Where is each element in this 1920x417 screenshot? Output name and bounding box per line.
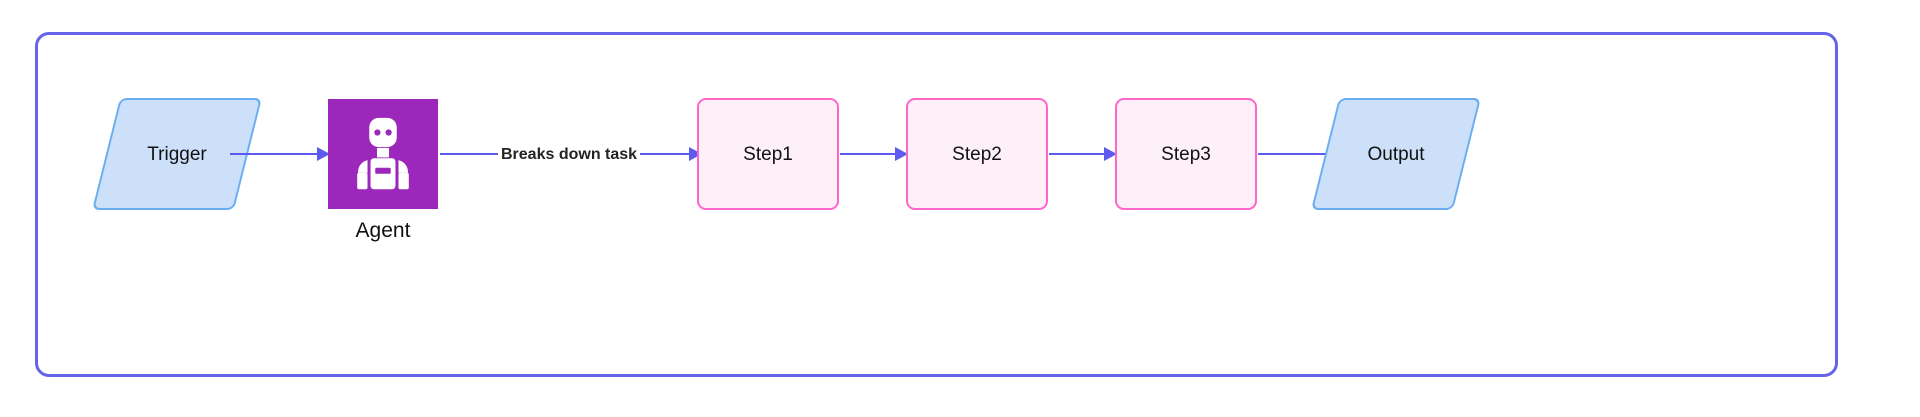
node-trigger-label: Trigger — [147, 143, 207, 165]
node-step2-label: Step2 — [952, 143, 1002, 165]
node-output-label: Output — [1367, 143, 1425, 165]
node-step2[interactable]: Step2 — [906, 98, 1048, 210]
robot-agent-icon — [357, 117, 409, 190]
node-trigger[interactable]: Trigger — [92, 98, 262, 210]
node-step3-label: Step3 — [1161, 143, 1211, 165]
agent-icon-tile — [328, 99, 438, 209]
node-agent-label: Agent — [355, 219, 411, 242]
agent-workflow-container — [35, 32, 1838, 377]
node-step1[interactable]: Step1 — [697, 98, 839, 210]
node-agent[interactable]: Agent — [328, 99, 438, 243]
node-step3[interactable]: Step3 — [1115, 98, 1257, 210]
node-output[interactable]: Output — [1311, 98, 1481, 210]
node-step1-label: Step1 — [743, 143, 793, 165]
edge-label-breaks-down-task: Breaks down task — [498, 147, 641, 163]
